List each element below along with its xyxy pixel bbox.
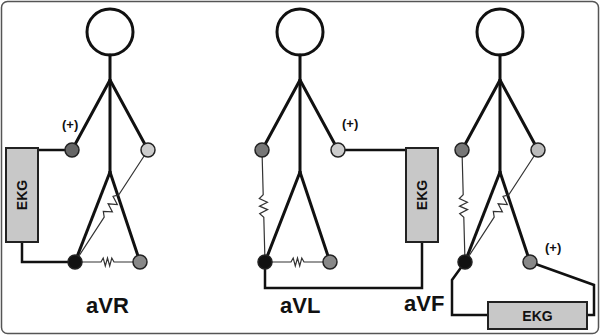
stick-figure [462,9,538,262]
electrode-dot [523,255,537,269]
electrode-dot [255,143,269,157]
polarity-mark: (+) [545,240,561,255]
electrode-dot [258,255,272,269]
resistor-symbol [75,150,148,262]
ekg-label: EKG [522,308,552,324]
lead-name: aVL [280,293,320,319]
polarity-mark: (+) [62,117,78,132]
electrode-dot [531,143,545,157]
ekg-box: EKG [5,147,39,243]
resistor-symbol [459,150,467,262]
electrode-dot [323,255,337,269]
lead-wires [22,147,594,315]
stick-figure [72,9,148,262]
resistor-network [75,150,538,266]
lead-wire [265,243,422,288]
electrode-dot [458,255,472,269]
resistor-symbol [465,150,538,262]
resistor-symbol [259,150,267,262]
polarity-mark: (+) [342,116,358,131]
lead-name: aVR [86,293,129,319]
lead-wire [452,262,487,315]
lead-name: aVF [404,291,444,317]
electrode-dot [331,143,345,157]
lead-wire [22,243,75,262]
electrode-dot [455,143,469,157]
ekg-label: EKG [14,180,30,210]
stick-figure [262,9,338,262]
ekg-label: EKG [414,180,430,210]
electrode-dot [65,143,79,157]
resistor-symbol [265,258,330,266]
ekg-box: EKG [487,301,588,330]
resistor-symbol [75,258,140,266]
electrode-dot [68,255,82,269]
electrodes [65,143,545,269]
electrode-dot [133,255,147,269]
electrode-dot [141,143,155,157]
ekg-box: EKG [405,147,439,243]
